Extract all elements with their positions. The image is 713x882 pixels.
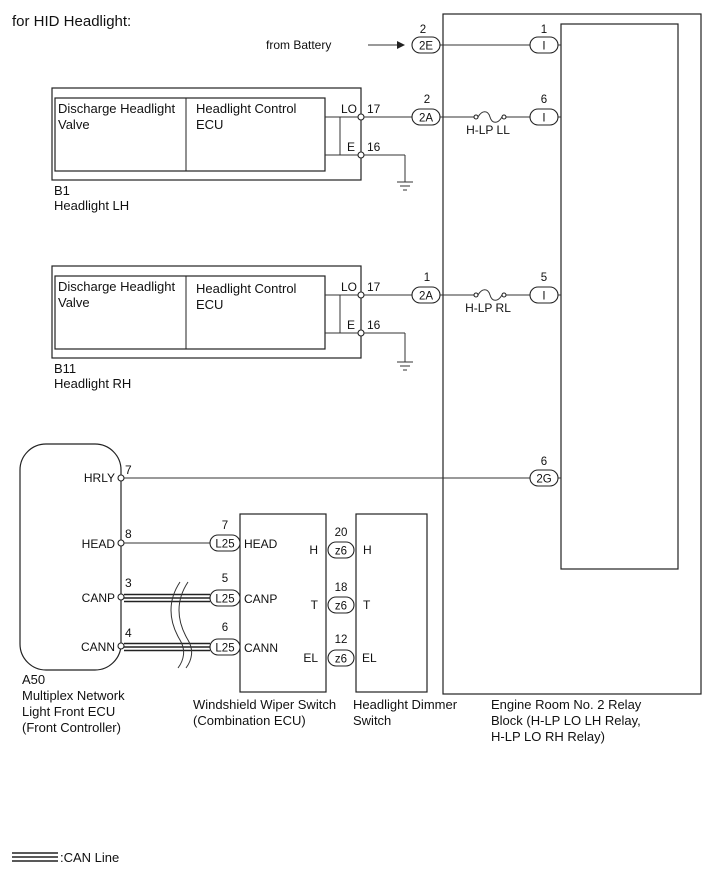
battery-connector-number: 2 xyxy=(420,24,426,36)
wiper-cann-name: CANN xyxy=(244,641,278,655)
ecu-pin-hrly-num: 7 xyxy=(125,463,132,477)
lh-connector-number: 2 xyxy=(424,94,430,106)
relay-pin-5-number: 5 xyxy=(541,272,547,284)
lh-connector-code: 2A xyxy=(419,113,433,125)
twisted-pair-mark xyxy=(170,581,193,669)
diagram-title: for HID Headlight: xyxy=(12,13,131,30)
wiper-name-line-2: (Combination ECU) xyxy=(193,713,306,728)
wiper-canp-conn: L25 xyxy=(215,594,234,606)
lh-valve-line-2: Valve xyxy=(58,117,90,132)
ecu-pin-head-num: 8 xyxy=(125,527,132,541)
rh-lo-wire: 1 2A H-LP RL 5 I xyxy=(364,272,561,315)
dimmer-t-conn: z6 xyxy=(335,601,347,613)
relay-pin-1-code: I xyxy=(542,41,545,53)
relay-pin-6-number: 6 xyxy=(541,94,547,106)
rh-connector-number: 1 xyxy=(424,272,430,284)
legend: :CAN Line xyxy=(12,850,119,865)
wiper-pin-h: H xyxy=(309,543,318,557)
dimmer-el-name: EL xyxy=(362,651,377,665)
headlight-lh: Discharge Headlight Valve Headlight Cont… xyxy=(51,87,381,213)
wiper-cann-num: 6 xyxy=(222,622,228,634)
ecu-name-line-3: (Front Controller) xyxy=(22,720,121,735)
ecu-pin-cann: CANN xyxy=(81,640,115,654)
relay-name-line-1: Engine Room No. 2 Relay xyxy=(491,697,642,712)
dimmer-h-conn: z6 xyxy=(335,546,347,558)
hrly-wire: 6 2G xyxy=(117,456,561,487)
lh-ecu-line-1: Headlight Control xyxy=(196,101,297,116)
lh-pin-e-name: E xyxy=(347,140,355,154)
relay-block-label: Engine Room No. 2 Relay Block (H-LP LO L… xyxy=(491,697,642,744)
lh-ground xyxy=(364,154,413,191)
lh-name: Headlight LH xyxy=(54,198,129,213)
wiper-head-name: HEAD xyxy=(244,537,278,551)
rh-name: Headlight RH xyxy=(54,376,131,391)
dimmer-name-line-2: Switch xyxy=(353,713,391,728)
wiper-canp-num: 5 xyxy=(222,573,228,585)
wiper-pin-t: T xyxy=(311,598,319,612)
rh-valve-line-1: Discharge Headlight xyxy=(58,279,175,294)
wiper-head-conn: L25 xyxy=(215,539,234,551)
dimmer-t-num: 18 xyxy=(335,582,348,594)
relay-pin-1-number: 1 xyxy=(541,24,547,36)
dimmer-t-name: T xyxy=(363,598,371,612)
rh-valve-line-2: Valve xyxy=(58,295,90,310)
head-wire xyxy=(117,539,210,547)
fuse-hlp-rl: H-LP RL xyxy=(465,301,511,315)
lh-valve-line-1: Discharge Headlight xyxy=(58,101,175,116)
headlight-rh: Discharge Headlight Valve Headlight Cont… xyxy=(51,265,381,391)
lh-pin-e-number: 16 xyxy=(367,140,381,154)
dimmer-el-conn: z6 xyxy=(335,654,347,666)
lh-code: B1 xyxy=(54,183,70,198)
rh-pin-lo-number: 17 xyxy=(367,280,381,294)
wiper-name-line-1: Windshield Wiper Switch xyxy=(193,697,336,712)
ecu-pin-canp: CANP xyxy=(82,591,115,605)
relay-pin-6-code: I xyxy=(542,113,545,125)
battery-connector-code: 2E xyxy=(419,41,433,53)
dimmer-h-num: 20 xyxy=(335,527,348,539)
ecu-pin-cann-num: 4 xyxy=(125,626,132,640)
cann-wire xyxy=(117,642,210,652)
relay-pin-5-code: I xyxy=(542,291,545,303)
ecu-name-line-1: Multiplex Network xyxy=(22,688,125,703)
wiper-canp-name: CANP xyxy=(244,592,277,606)
dimmer-switch: 20 z6 H 18 z6 T 12 z6 EL Headlight Dimme… xyxy=(327,513,458,728)
rh-ecu-line-1: Headlight Control xyxy=(196,281,297,296)
wiper-pin-el: EL xyxy=(303,651,318,665)
relay-name-line-2: Block (H-LP LO LH Relay, xyxy=(491,713,641,728)
rh-ecu-line-2: ECU xyxy=(196,297,223,312)
wiper-cann-conn: L25 xyxy=(215,643,234,655)
dimmer-h-name: H xyxy=(363,543,372,557)
rh-pin-e-name: E xyxy=(347,318,355,332)
dimmer-name-line-1: Headlight Dimmer xyxy=(353,697,458,712)
hrly-connector-number: 6 xyxy=(541,456,547,468)
canp-wire xyxy=(117,593,210,603)
lh-ecu-line-2: ECU xyxy=(196,117,223,132)
legend-can-line: :CAN Line xyxy=(60,850,119,865)
rh-pin-e-number: 16 xyxy=(367,318,381,332)
connector-2E xyxy=(411,36,441,54)
relay-block xyxy=(442,13,702,695)
lh-pin-lo-name: LO xyxy=(341,102,357,116)
rh-pin-lo-name: LO xyxy=(341,280,357,294)
ecu-code: A50 xyxy=(22,672,45,687)
lh-lo-wire: 2 2A H-LP LL 6 I xyxy=(364,94,561,137)
fuse-hlp-ll: H-LP LL xyxy=(466,123,510,137)
rh-connector-code: 2A xyxy=(419,291,433,303)
ecu-pin-head: HEAD xyxy=(82,537,116,551)
ecu-name-line-2: Light Front ECU xyxy=(22,704,115,719)
relay-name-line-3: H-LP LO RH Relay) xyxy=(491,729,605,744)
ecu-pin-hrly: HRLY xyxy=(84,471,115,485)
battery-label: from Battery xyxy=(266,38,331,52)
wiper-head-num: 7 xyxy=(222,520,228,532)
battery-feed: from Battery 2 2E 1 I xyxy=(266,24,561,54)
multiplex-ecu: HRLY HEAD CANP CANN 7 8 3 4 A50 Multiple… xyxy=(19,443,132,735)
dimmer-el-num: 12 xyxy=(335,634,348,646)
hrly-connector-code: 2G xyxy=(536,474,551,486)
rh-code: B11 xyxy=(54,361,76,376)
rh-ground xyxy=(364,332,413,371)
lh-pin-lo-number: 17 xyxy=(367,102,381,116)
wiper-switch: 7 L25 HEAD 5 L25 CANP 6 L25 CANN H T EL … xyxy=(193,513,336,728)
ecu-pin-canp-num: 3 xyxy=(125,576,132,590)
